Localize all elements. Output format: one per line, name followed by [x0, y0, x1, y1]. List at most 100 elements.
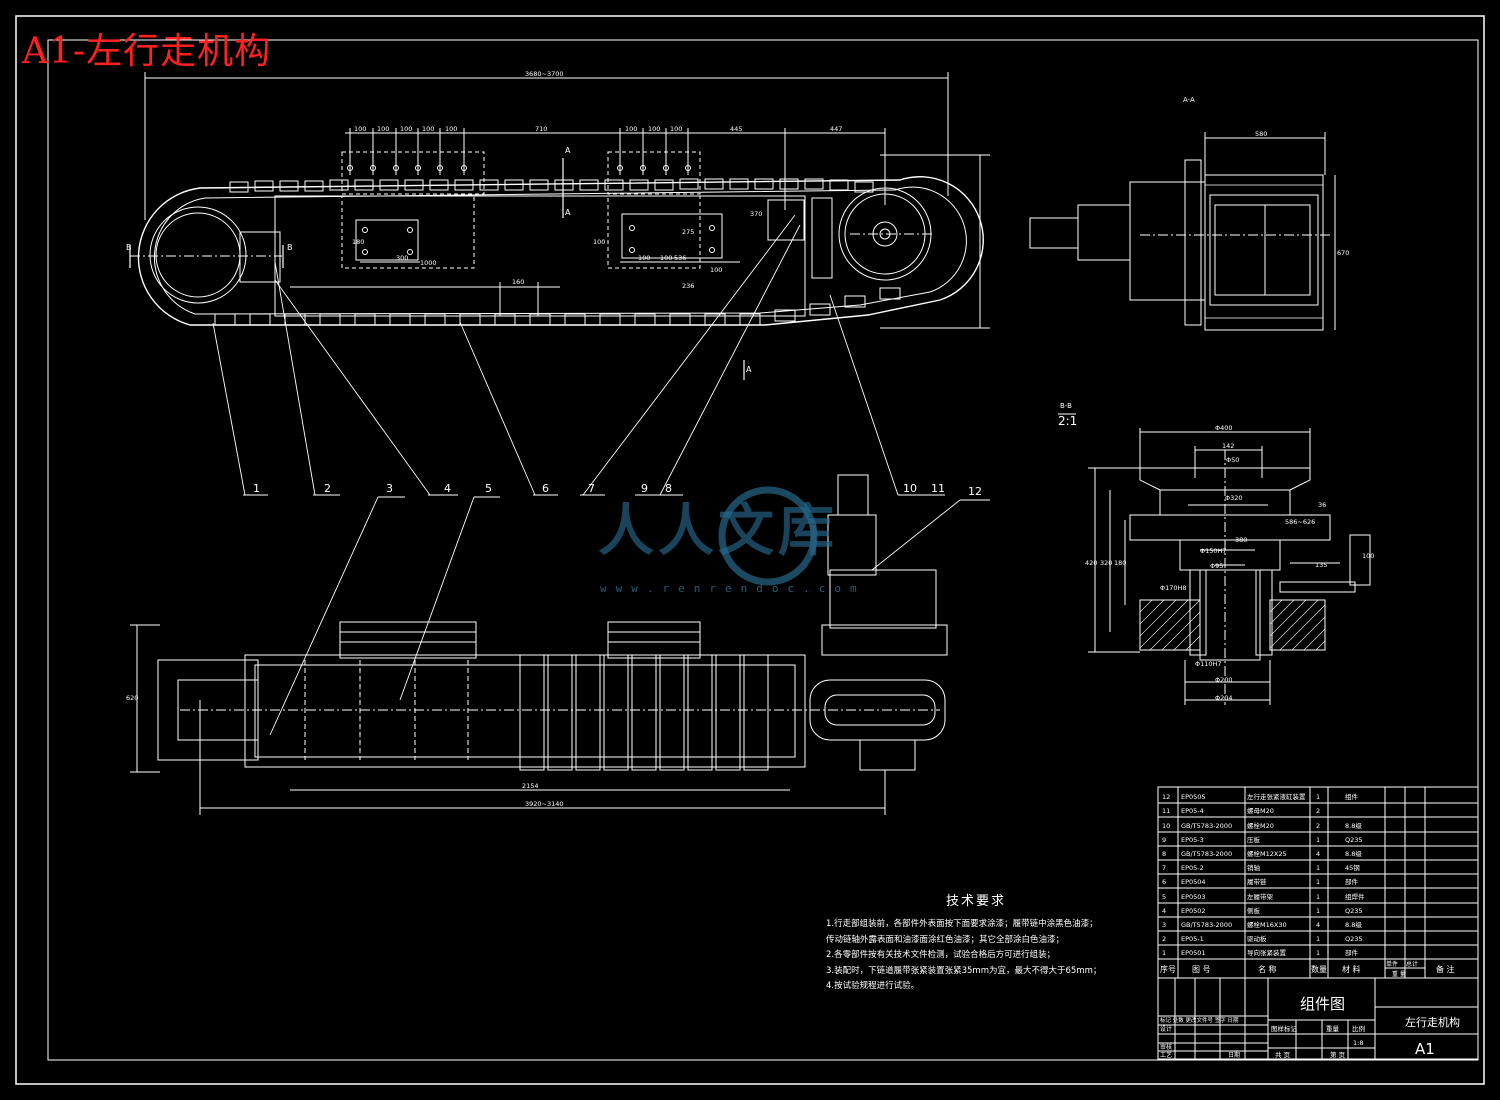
svg-text:Q235: Q235	[1345, 907, 1363, 915]
section-label-bb: B-B	[1060, 402, 1072, 410]
dim-1000: 1000	[420, 259, 437, 267]
dim-100b: 100	[377, 125, 389, 133]
title-row-header: 标记 处数 更改文件号 签字 日期	[1160, 1016, 1239, 1024]
dim-bb-h100: 100	[1362, 552, 1374, 560]
title-block-text: 组件图 左行走机构 A1 图样标记 重量 比例 1:8 共 页 第 页 标记 处…	[1160, 995, 1460, 1059]
dim-180: 180	[352, 238, 364, 246]
dim-bb-d95: Φ95	[1210, 562, 1223, 570]
tech-requirements-title: 技术要求	[945, 894, 1006, 909]
tech-requirements: 技术要求 1.行走部组装前，各部件外表面按下面要求涂漆；履带链中涂黑色油漆； 传…	[826, 890, 1126, 995]
dim-300: 300	[396, 254, 408, 262]
title-row-process: 工艺	[1160, 1051, 1172, 1059]
svg-text:GB/T5783-2000: GB/T5783-2000	[1181, 822, 1232, 830]
svg-text:螺栓M16X30: 螺栓M16X30	[1247, 920, 1287, 929]
svg-text:8.8级: 8.8级	[1345, 920, 1362, 929]
svg-text:履带链: 履带链	[1247, 877, 1267, 886]
title-scale: 1:8	[1353, 1039, 1363, 1047]
section-label-aa: A-A	[1183, 96, 1195, 104]
svg-text:2: 2	[1162, 935, 1166, 943]
bom-h-weight: 重 量	[1392, 970, 1406, 978]
dim-overall: 3680~3700	[525, 70, 564, 78]
dimension-labels: 3680~3700 100 100 100 100 100 710 100 10…	[126, 70, 1374, 808]
section-aa	[1029, 132, 1336, 331]
tech-item: 1.行走部组装前，各部件外表面按下面要求涂漆；履带链中涂黑色油漆；	[826, 919, 1098, 929]
dim-445: 445	[730, 125, 742, 133]
svg-text:Q235: Q235	[1345, 836, 1363, 844]
dim-100e: 100	[445, 125, 457, 133]
drawing-title: A1-左行走机构	[22, 31, 272, 72]
svg-text:GB/T5783-2000: GB/T5783-2000	[1181, 850, 1232, 858]
dim-aa-h: 670	[1337, 249, 1349, 257]
section-mark-a-top: A	[565, 146, 571, 155]
dim-bb-h180: 180	[1114, 559, 1126, 567]
dim-370: 370	[750, 210, 762, 218]
svg-text:EP05-4: EP05-4	[1181, 807, 1204, 815]
svg-text:4: 4	[1316, 921, 1320, 929]
svg-text:Q235: Q235	[1345, 935, 1363, 943]
callout-3: 3	[386, 482, 393, 495]
dim-bb-d380: 380	[1235, 536, 1247, 544]
dim-100f: 100	[625, 125, 637, 133]
svg-text:9: 9	[1162, 836, 1166, 844]
svg-text:10: 10	[1162, 822, 1170, 830]
svg-text:压板: 压板	[1247, 835, 1261, 844]
svg-text:左履带架: 左履带架	[1247, 892, 1274, 901]
dim-aa-w: 580	[1255, 130, 1267, 138]
svg-text:8: 8	[1162, 850, 1166, 858]
svg-text:12: 12	[1162, 793, 1170, 801]
svg-text:1: 1	[1316, 878, 1320, 886]
svg-text:EP05-2: EP05-2	[1181, 864, 1204, 872]
tech-item: 2.各零部件按有关技术文件检测，试验合格后方可进行组装；	[826, 950, 1056, 960]
callout-6: 6	[542, 482, 549, 495]
callout-leaders	[212, 214, 990, 736]
svg-text:EP05-3: EP05-3	[1181, 836, 1204, 844]
tech-item: 传动链轴外露表面和油漆面涂红色油漆；其它全部涂白色油漆；	[826, 934, 1065, 945]
dim-100a: 100	[354, 125, 366, 133]
title-stage: 图样标记	[1271, 1024, 1298, 1033]
dim-bb-d50: Φ50	[1226, 456, 1239, 464]
title-sheet-size: A1	[1415, 1040, 1435, 1058]
callout-2: 2	[324, 482, 331, 495]
track-shoes	[519, 654, 769, 771]
dim-bb-d586: 586~626	[1285, 518, 1315, 526]
section-bb-hatch	[1139, 599, 1326, 651]
svg-text:4: 4	[1162, 907, 1166, 915]
svg-text:3: 3	[1162, 921, 1166, 929]
svg-text:1: 1	[1316, 793, 1320, 801]
dim-bb-d204: Φ204	[1215, 694, 1233, 702]
section-bb	[1058, 413, 1371, 705]
dim-bb-d150: Φ150H7	[1200, 547, 1227, 555]
svg-text:1: 1	[1162, 949, 1166, 957]
dim-bb-d400: Φ400	[1215, 424, 1233, 432]
title-row-review: 审核	[1160, 1043, 1172, 1051]
dim-bb-d142: 142	[1222, 442, 1234, 450]
title-weight: 重量	[1326, 1025, 1340, 1033]
dim-100i: 100	[638, 254, 650, 262]
svg-text:7: 7	[1162, 864, 1166, 872]
dim-bb-d170: Φ170H8	[1160, 584, 1187, 592]
dim-447: 447	[830, 125, 842, 133]
svg-text:销轴: 销轴	[1247, 863, 1261, 872]
svg-text:4: 4	[1316, 850, 1320, 858]
svg-text:部件: 部件	[1345, 877, 1359, 886]
callout-4: 4	[444, 482, 451, 495]
tech-item: 4.按试验规程进行试验。	[826, 981, 920, 991]
title-ratio: 比例	[1352, 1024, 1365, 1033]
svg-text:EP0504: EP0504	[1181, 878, 1206, 886]
dim-100d: 100	[422, 125, 434, 133]
dim-bb-d110: Φ110H7	[1195, 660, 1222, 668]
svg-text:EP0501: EP0501	[1181, 949, 1206, 957]
section-mark-a-bottom: A	[746, 365, 752, 374]
dim-100k: 100	[710, 266, 722, 274]
bom-h-code: 图 号	[1192, 965, 1211, 974]
svg-text:组件: 组件	[1345, 792, 1359, 801]
section-mark-b-left: B	[126, 243, 132, 252]
callout-1: 1	[253, 482, 260, 495]
